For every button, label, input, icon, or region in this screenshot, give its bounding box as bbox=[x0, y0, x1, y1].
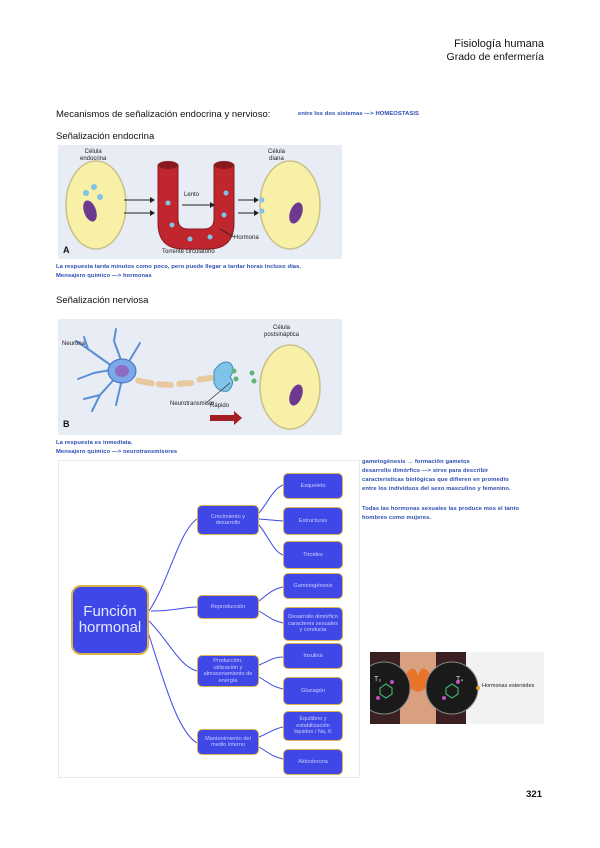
side-note: características biológicas que difieren … bbox=[362, 477, 509, 483]
mindmap-leaf: Glucagón bbox=[283, 677, 343, 705]
label-t4: T₄ bbox=[456, 676, 464, 683]
label-bloodstream: Torrente circulatorio bbox=[162, 249, 215, 255]
endocrine-note-2: Mensajero químico —> hormonas bbox=[56, 273, 152, 279]
side-note: desarrollo dimórfico —> sirve para descr… bbox=[362, 468, 489, 474]
header-subject: Fisiología humana bbox=[454, 38, 544, 50]
mindmap-leaf: Aldosterona bbox=[283, 749, 343, 775]
mindmap-branch-homeostasis: Mantenimiento del medio interno bbox=[197, 729, 259, 755]
thyroid-figure: T₃ T₄ Hormonas esteroides bbox=[370, 652, 544, 724]
nervous-note-1: La respuesta es inmediata. bbox=[56, 440, 133, 446]
mindmap-leaf: Desarrollo dimórfico caracteres sexuales… bbox=[283, 607, 343, 641]
side-note: hombres como mujeres. bbox=[362, 515, 432, 521]
mindmap-branch-reproduction: Reproducción bbox=[197, 595, 259, 619]
nervous-figure: Neurona Célula postsináptica Neurotransm… bbox=[58, 319, 342, 435]
endocrine-figure: Célula endocrina Célula diana Lento Horm… bbox=[58, 145, 342, 259]
mindmap-branch-growth: Crecimiento y desarrollo bbox=[197, 505, 259, 535]
page-header: Fisiología humana Grado de enfermería bbox=[447, 38, 544, 64]
label-target-cell: Célula diana bbox=[268, 149, 286, 162]
panel-letter-b: B bbox=[63, 419, 70, 429]
side-note: Todas las hormonas sexuales las produce … bbox=[362, 506, 520, 512]
nervous-note-2: Mensajero químico —> neurotransmisores bbox=[56, 449, 178, 455]
label-neurotransmitter: Neurotransmisor bbox=[170, 401, 215, 407]
mindmap-leaf: Gametogénesis bbox=[283, 573, 343, 599]
mindmap-leaf: Estructuras bbox=[283, 507, 343, 535]
label-neuron: Neurona bbox=[62, 341, 86, 347]
mindmap-root: Función hormonal bbox=[71, 585, 149, 655]
mindmap-leaf: Tiroides bbox=[283, 541, 343, 569]
side-note: entre los individuos del sexo masculino … bbox=[362, 486, 511, 492]
mindmap-leaf: Esqueleto bbox=[283, 473, 343, 499]
mindmap-leaf: Equilibrio y estabilización liquidos / N… bbox=[283, 711, 343, 741]
endocrine-note-1: La respuesta tarda minutos como poco, pe… bbox=[56, 264, 302, 270]
label-steroid-hormones: Hormonas esteroides bbox=[482, 683, 535, 689]
intro-note: entre los dos sistemas —> HOMEOSTASIS bbox=[298, 111, 420, 117]
side-note: gametogénesis → formación gametos bbox=[362, 459, 470, 465]
label-endocrine-cell: Célula endocrina bbox=[80, 149, 107, 162]
label-t3: T₃ bbox=[374, 676, 382, 683]
endocrine-title: Señalización endocrina bbox=[56, 131, 155, 142]
label-postsynaptic: Célula postsináptica bbox=[264, 325, 300, 338]
header-course: Grado de enfermería bbox=[446, 51, 544, 63]
nervous-title: Señalización nerviosa bbox=[56, 295, 149, 306]
mindmap-leaf: Insulina bbox=[283, 643, 343, 669]
page-number: 321 bbox=[526, 789, 542, 800]
label-slow: Lento bbox=[184, 192, 200, 198]
hormonal-function-mindmap: Función hormonal Crecimiento y desarroll… bbox=[58, 460, 360, 778]
label-rapid: Rápido bbox=[210, 403, 230, 409]
label-hormone: Hormona bbox=[234, 235, 259, 241]
panel-letter-a: A bbox=[63, 245, 70, 255]
mindmap-branch-energy: Producción, utilización y almacenamiento… bbox=[197, 655, 259, 687]
intro-title: Mecanismos de señalización endocrina y n… bbox=[56, 109, 271, 120]
